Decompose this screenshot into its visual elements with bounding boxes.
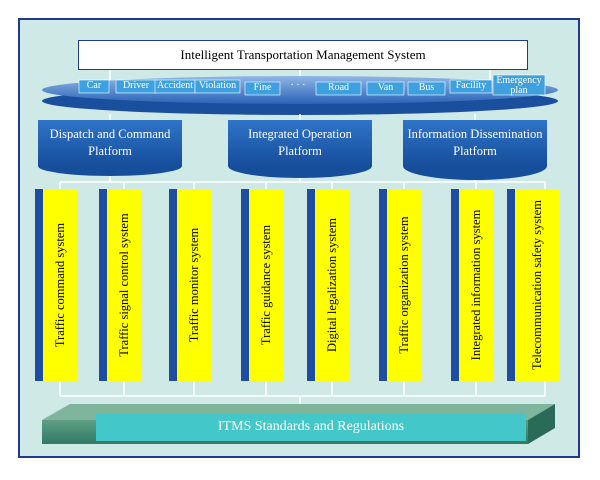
system-label: Traffic monitor system — [187, 227, 201, 343]
db-fine: Fine — [253, 82, 272, 93]
db-ellipsis: · · · — [290, 80, 306, 91]
system-traffic-signal-control: Traffic signal control system — [107, 189, 141, 381]
system-traffic-guidance: Traffic guidance system — [249, 189, 283, 381]
database-cylinders — [78, 74, 546, 96]
system-title: Intelligent Transportation Management Sy… — [78, 40, 528, 70]
db-van: Van — [377, 82, 394, 93]
standards-regulations: ITMS Standards and Regulations — [96, 413, 526, 441]
platform-information-dissemination: Information Dissemination Platform — [407, 127, 543, 158]
db-violation: Violation — [198, 80, 237, 91]
system-connectors — [59, 176, 546, 413]
system-label: Traffic signal control system — [117, 213, 131, 357]
system-label: Traffic guidance system — [259, 224, 273, 346]
db-facility: Facility — [455, 80, 487, 91]
system-integrated-information: Integrated information system — [459, 189, 493, 381]
db-accident: Accident — [156, 80, 194, 91]
db-road: Road — [327, 82, 350, 93]
system-label: Digital legalization system — [325, 218, 339, 352]
mid-connectors — [109, 114, 476, 121]
system-traffic-organization: Traffic organization system — [387, 189, 421, 381]
system-label: Integrated information system — [469, 209, 483, 361]
system-traffic-monitor: Traffic monitor system — [177, 189, 211, 381]
db-emergency-plan: Emergency plan — [496, 75, 542, 96]
system-label: Telecommunication safety system — [530, 200, 544, 370]
platform-shapes — [38, 120, 547, 180]
system-traffic-command: Traffic command system — [43, 189, 77, 381]
system-label: Traffic organization system — [397, 216, 411, 354]
platform-dispatch-command: Dispatch and Command Platform — [49, 127, 171, 158]
system-telecommunication-safety: Telecommunication safety system — [515, 189, 559, 381]
system-label: Traffic command system — [53, 222, 67, 348]
db-car: Car — [86, 80, 102, 91]
platform-integrated-operation: Integrated Operation Platform — [248, 127, 352, 158]
db-driver: Driver — [122, 80, 150, 91]
system-digital-legalization: Digital legalization system — [315, 189, 349, 381]
db-bus: Bus — [418, 82, 435, 93]
